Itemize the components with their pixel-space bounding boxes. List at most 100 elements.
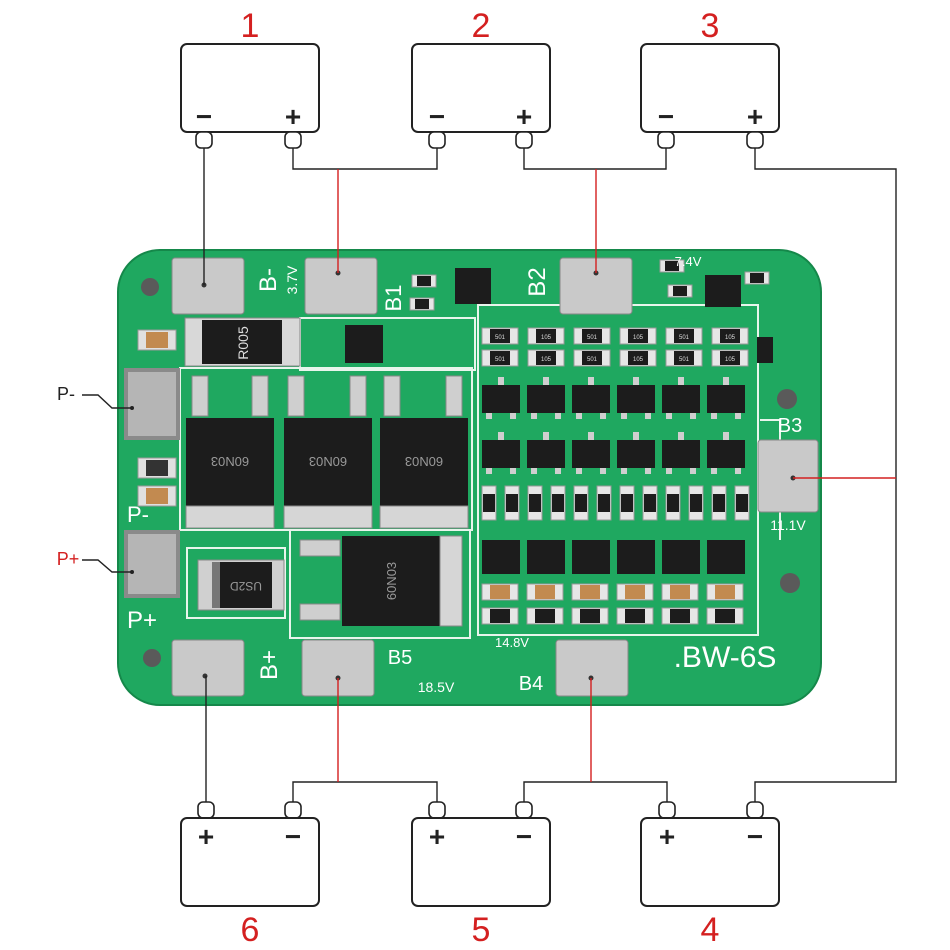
smd-resistor	[706, 607, 744, 625]
mounting-hole	[777, 389, 797, 409]
label-b2: B2	[524, 267, 551, 296]
smd-resistor: 501	[573, 327, 611, 345]
label-voltage-b1: 3.7V	[284, 265, 300, 294]
shunt-label: R005	[235, 326, 251, 360]
diode: US2D	[197, 559, 285, 611]
smd-resistor	[550, 485, 566, 521]
resistor-code: 105	[633, 335, 644, 341]
smd-resistor	[571, 607, 609, 625]
resistor-code: 501	[495, 357, 506, 363]
ic-chip	[482, 540, 520, 574]
sot-transistor	[527, 377, 565, 419]
resistor-code: 105	[541, 335, 552, 341]
label-b1: B1	[381, 285, 406, 312]
mounting-hole	[141, 278, 159, 296]
smd-resistor	[744, 271, 770, 285]
sot-transistor	[617, 432, 655, 474]
ic-chip	[345, 325, 383, 363]
label-p-minus-board: P-	[127, 502, 149, 527]
mounting-hole	[780, 573, 800, 593]
terminal-minus: −	[747, 821, 763, 852]
terminal-plus: +	[285, 101, 301, 132]
battery-6: + − 6	[180, 801, 320, 949]
smd-resistor	[504, 485, 520, 521]
battery-5: + − 5	[411, 801, 551, 949]
terminal-minus: −	[658, 101, 674, 132]
label-b-plus: B+	[256, 650, 283, 680]
smd-resistor: 105	[711, 349, 749, 367]
ic-chip	[707, 540, 745, 574]
sot-transistor	[482, 377, 520, 419]
p-minus-pads	[124, 368, 180, 440]
resistor-code: 501	[495, 335, 506, 341]
smd-resistor	[659, 259, 685, 273]
pad-b-minus	[171, 257, 245, 315]
terminal-minus: −	[429, 101, 445, 132]
smd-resistor: 501	[481, 349, 519, 367]
resistor-code: 501	[587, 335, 598, 341]
smd-resistor: 105	[619, 349, 657, 367]
mosfet-label: 60N03	[309, 454, 347, 469]
pad-b4	[555, 639, 629, 697]
smd-resistor	[481, 485, 497, 521]
terminal-minus: −	[516, 821, 532, 852]
resistor-code: 105	[725, 357, 736, 363]
smd-resistor	[661, 607, 699, 625]
label-voltage-b5: 18.5V	[418, 679, 455, 695]
battery-3: 3 − +	[640, 7, 780, 149]
label-b5: B5	[388, 647, 412, 669]
smd-resistor	[619, 485, 635, 521]
smd-resistor	[661, 583, 699, 601]
terminal-plus: +	[198, 821, 214, 852]
label-p-plus: P+	[57, 549, 80, 569]
terminal-plus: +	[747, 101, 763, 132]
terminal-plus: +	[659, 821, 675, 852]
smd-resistor	[527, 485, 543, 521]
smd-resistor: 501	[481, 327, 519, 345]
label-b3: B3	[778, 415, 802, 437]
ic-chip	[662, 540, 700, 574]
resistor-code: 501	[679, 357, 690, 363]
shunt-resistor: R005	[184, 317, 301, 367]
mosfet-label: 60N03	[211, 454, 249, 469]
sot-transistor	[662, 432, 700, 474]
smd-resistor: 501	[573, 349, 611, 367]
battery-number: 3	[701, 7, 720, 45]
smd-resistor	[667, 284, 693, 298]
smd-resistor: 105	[527, 349, 565, 367]
sot-transistor	[527, 432, 565, 474]
mounting-hole	[143, 649, 161, 667]
ic-chip	[705, 275, 741, 307]
ic-array	[481, 377, 750, 625]
wiring	[82, 148, 897, 802]
label-p-plus-board: P+	[127, 607, 157, 634]
smd-resistor	[526, 607, 564, 625]
smd-resistor	[596, 485, 612, 521]
resistor-code: 105	[633, 357, 644, 363]
smd-resistor	[642, 485, 658, 521]
terminal-plus: +	[429, 821, 445, 852]
label-p-minus: P-	[57, 384, 75, 404]
battery-2: 2 − +	[411, 7, 551, 149]
sot-transistor	[572, 377, 610, 419]
mosfet-label: 60N03	[405, 454, 443, 469]
sot-transistor	[707, 432, 745, 474]
smd-resistor	[616, 607, 654, 625]
smd-resistor	[411, 274, 437, 288]
smd-resistor	[706, 583, 744, 601]
sot-transistor	[482, 432, 520, 474]
smd-resistor: 501	[665, 349, 703, 367]
mosfet-2: 60N03	[283, 375, 373, 529]
pcb-board: R005 60N03 60N03 60N03	[117, 249, 822, 706]
resistor-code: 105	[541, 357, 552, 363]
smd-resistor: 501	[665, 327, 703, 345]
terminal-minus: −	[196, 101, 212, 132]
pad-b-plus	[171, 639, 245, 697]
pad-b1	[304, 257, 378, 315]
diode-label: US2D	[230, 579, 262, 593]
mosfet-3: 60N03	[379, 375, 469, 529]
pad-b3	[757, 439, 819, 513]
